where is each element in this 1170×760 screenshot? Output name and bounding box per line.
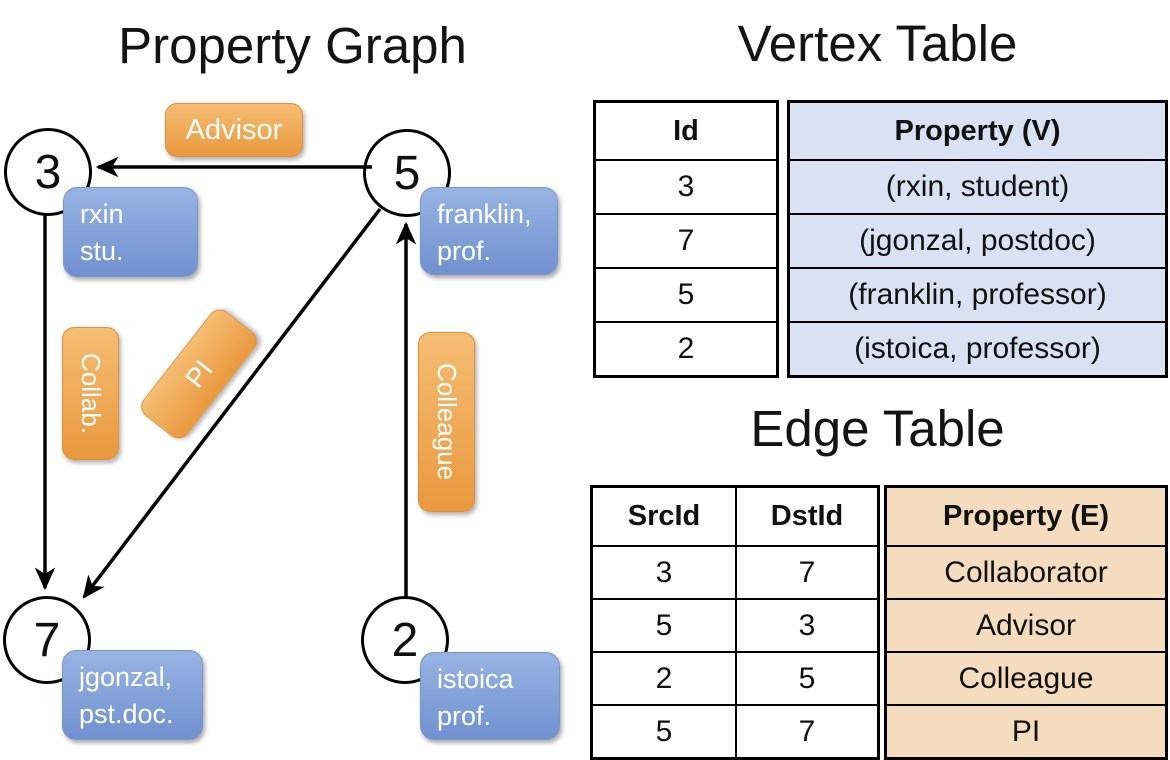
graph-node-5: 5 (363, 129, 451, 217)
table-cell: 5 (593, 704, 735, 757)
vertex-table-header-property: Property (V) (790, 103, 1165, 159)
property-graph-panel: Property Graph 3 5 7 2 rxin stu. (3, 17, 560, 740)
edge-table-title: Edge Table (750, 400, 1005, 457)
table-cell: Collaborator (887, 545, 1165, 598)
table-cell: Colleague (887, 651, 1165, 704)
vertex-label-line: pst.doc. (79, 699, 174, 729)
table-cell: 3 (596, 159, 776, 213)
vertex-label-line: jgonzal, (79, 662, 173, 692)
node-id: 5 (393, 146, 421, 200)
table-cell: Advisor (887, 598, 1165, 651)
vertex-label-line: prof. (437, 236, 492, 266)
vertex-property-label-jgonzal: jgonzal, pst.doc. (62, 650, 203, 740)
table-cell: 2 (596, 321, 776, 375)
edge-table-id-columns: SrcId DstId 3 7 5 3 2 5 5 7 (590, 485, 880, 760)
table-cell: 7 (735, 545, 877, 598)
vertex-table-title: Vertex Table (737, 15, 1018, 72)
table-cell: 2 (593, 651, 735, 704)
vertex-label-line: rxin (80, 199, 124, 229)
node-id: 3 (34, 145, 62, 199)
table-cell: 3 (593, 545, 735, 598)
node-id: 7 (33, 613, 61, 667)
vertex-label-line: prof. (437, 701, 492, 731)
edge-table-header-property: Property (E) (887, 488, 1165, 545)
edge-table-header-srcid: SrcId (593, 488, 735, 545)
table-cell: (franklin, professor) (790, 267, 1165, 321)
edge-table-header-dstid: DstId (735, 488, 877, 545)
vertex-label-line: istoica (437, 664, 514, 694)
vertex-label-line: stu. (80, 236, 124, 266)
vertex-label-line: franklin, (437, 199, 532, 229)
graph-edges-layer (34, 156, 417, 599)
table-cell: PI (887, 704, 1165, 757)
tables-panel: Vertex Table Id 3 7 5 2 Property (V) (rx… (585, 0, 1170, 760)
edge-label-advisor: Advisor (165, 103, 303, 157)
table-cell: 5 (593, 598, 735, 651)
edge-label-colleague: Colleague (418, 332, 475, 512)
table-cell: 7 (735, 704, 877, 757)
edge-label-collab: Collab. (62, 327, 119, 460)
vertex-table-id-column: Id 3 7 5 2 (593, 100, 779, 378)
graph-node-2: 2 (361, 596, 449, 684)
table-cell: 3 (735, 598, 877, 651)
table-cell: (istoica, professor) (790, 321, 1165, 375)
table-cell: 5 (596, 267, 776, 321)
node-id: 2 (391, 613, 419, 667)
table-cell: (jgonzal, postdoc) (790, 213, 1165, 267)
vertex-property-label-rxin: rxin stu. (63, 187, 198, 277)
edge-table-property-column: Property (E) Collaborator Advisor Collea… (884, 485, 1168, 760)
table-cell: 5 (735, 651, 877, 704)
edge-pi-5-to-7 (82, 207, 382, 599)
vertex-table-property-column: Property (V) (rxin, student) (jgonzal, p… (787, 100, 1168, 378)
table-cell: 7 (596, 213, 776, 267)
property-graph-title: Property Graph (118, 17, 467, 74)
vertex-property-label-franklin: franklin, prof. (420, 187, 558, 275)
vertex-property-label-istoica: istoica prof. (420, 652, 560, 740)
vertex-table-header-id: Id (596, 103, 776, 159)
table-cell: (rxin, student) (790, 159, 1165, 213)
